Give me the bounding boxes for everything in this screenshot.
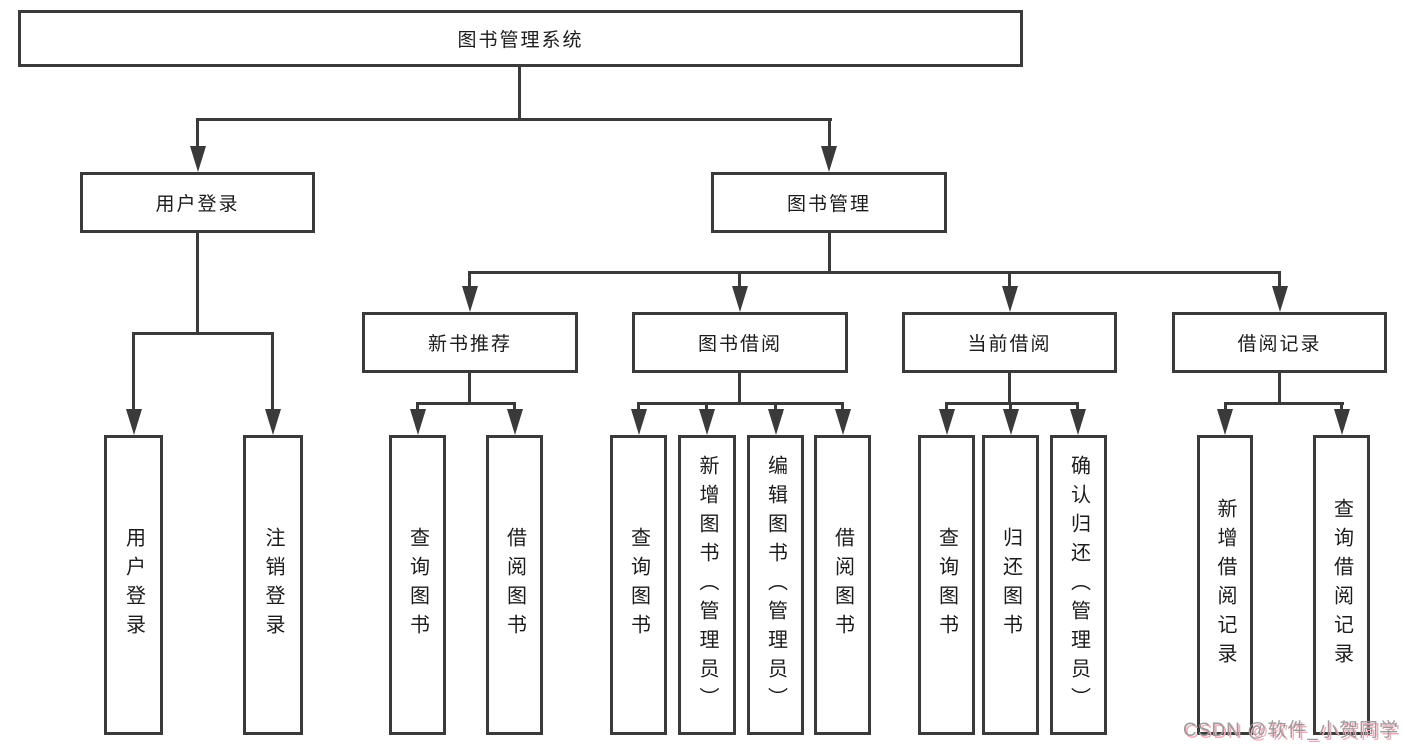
- leaf-user-login: 用户登录: [104, 435, 163, 735]
- arrow-group1-leaf2: [507, 409, 523, 435]
- leaf-logout-label: 注销登录: [262, 527, 284, 643]
- leaf-add-borrow-record: 新增借阅记录: [1197, 435, 1253, 735]
- leaf-add-borrow-record-label: 新增借阅记录: [1214, 498, 1236, 672]
- leaf-borrow-books-recommend-label: 借阅图书: [503, 527, 526, 643]
- connector-group3-drop2: [1009, 402, 1012, 412]
- arrow-group3-leaf3: [1070, 409, 1086, 435]
- node-root-system-label: 图书管理系统: [457, 30, 584, 51]
- leaf-query-books-borrow: 查询图书: [610, 435, 667, 735]
- leaf-user-login-label: 用户登录: [122, 527, 145, 643]
- arrow-group2-leaf3: [768, 409, 784, 435]
- connector-login-stub: [196, 233, 199, 335]
- node-root-system: 图书管理系统: [18, 10, 1023, 67]
- arrow-book-management: [821, 146, 837, 172]
- connector-drop-book-borrow: [738, 271, 741, 289]
- node-new-book-recommend: 新书推荐: [362, 312, 578, 373]
- connector-management-bar: [468, 271, 1281, 274]
- arrow-group2-leaf1: [631, 409, 647, 435]
- connector-group2-stub: [738, 373, 741, 405]
- connector-group1-stub: [468, 373, 471, 405]
- connector-group3-stub: [1008, 373, 1011, 405]
- connector-group4-stub: [1278, 373, 1281, 405]
- leaf-add-books-admin-label: 新增图书（管理员）: [696, 454, 718, 716]
- connector-group1-drop2: [513, 402, 516, 412]
- connector-drop-borrow-records: [1278, 271, 1281, 289]
- arrow-current-borrow: [1002, 286, 1018, 312]
- leaf-borrow-books: 借阅图书: [814, 435, 871, 735]
- node-book-borrow: 图书借阅: [632, 312, 848, 373]
- connector-group2-drop4: [841, 402, 844, 412]
- connector-group3-drop1: [945, 402, 948, 412]
- connector-group2-drop2: [705, 402, 708, 412]
- leaf-logout: 注销登录: [243, 435, 303, 735]
- leaf-add-books-admin: 新增图书（管理员）: [678, 435, 736, 735]
- connector-group2-drop1: [637, 402, 640, 412]
- leaf-edit-books-admin-label: 编辑图书（管理员）: [764, 454, 787, 716]
- arrow-new-book: [462, 286, 478, 312]
- connector-drop-user-login: [196, 118, 199, 150]
- node-user-login-label: 用户登录: [155, 194, 240, 215]
- leaf-confirm-return-admin: 确认归还（管理员）: [1050, 435, 1107, 735]
- node-book-management: 图书管理: [711, 172, 947, 233]
- connector-drop-book-management: [828, 118, 831, 150]
- connector-group1-bar: [416, 402, 516, 405]
- csdn-watermark: CSDN @软件_小贺同学: [1183, 720, 1399, 741]
- connector-group4-drop1: [1224, 402, 1227, 412]
- connector-root-stub: [518, 67, 521, 121]
- leaf-query-books-borrow-label: 查询图书: [627, 527, 650, 643]
- leaf-query-borrow-record: 查询借阅记录: [1313, 435, 1370, 735]
- connector-drop-current-borrow: [1008, 271, 1011, 289]
- connector-group4-bar: [1224, 402, 1344, 405]
- leaf-borrow-books-recommend: 借阅图书: [486, 435, 543, 735]
- arrow-group3-leaf2: [1003, 409, 1019, 435]
- node-current-borrow-label: 当前借阅: [967, 334, 1052, 355]
- node-new-book-recommend-label: 新书推荐: [427, 334, 512, 355]
- connector-group3-drop3: [1076, 402, 1079, 412]
- connector-group2-bar: [637, 402, 844, 405]
- arrow-group2-leaf2: [699, 409, 715, 435]
- arrow-leaf-logout: [265, 409, 281, 435]
- node-user-login: 用户登录: [80, 172, 315, 233]
- node-borrow-records: 借阅记录: [1172, 312, 1387, 373]
- arrow-book-borrow: [732, 286, 748, 312]
- connector-root-bar: [196, 118, 832, 121]
- node-book-management-label: 图书管理: [786, 194, 871, 215]
- arrow-group4-leaf1: [1217, 409, 1233, 435]
- node-borrow-records-label: 借阅记录: [1237, 334, 1322, 355]
- connector-login-bar: [132, 332, 274, 335]
- node-book-borrow-label: 图书借阅: [697, 334, 782, 355]
- arrow-group1-leaf1: [410, 409, 426, 435]
- arrow-borrow-records: [1272, 286, 1288, 312]
- node-current-borrow: 当前借阅: [902, 312, 1117, 373]
- leaf-confirm-return-admin-label: 确认归还（管理员）: [1067, 454, 1090, 716]
- arrow-user-login: [190, 146, 206, 172]
- connector-management-stub: [828, 233, 831, 274]
- leaf-return-books: 归还图书: [982, 435, 1039, 735]
- arrow-group4-leaf2: [1334, 409, 1350, 435]
- leaf-query-books-current: 查询图书: [918, 435, 975, 735]
- connector-group3-bar: [945, 402, 1079, 405]
- leaf-borrow-books-label: 借阅图书: [831, 527, 854, 643]
- connector-group1-drop1: [416, 402, 419, 412]
- connector-drop-leaf-login: [132, 332, 135, 412]
- connector-group2-drop3: [774, 402, 777, 412]
- leaf-query-books-current-label: 查询图书: [935, 527, 958, 643]
- arrow-group2-leaf4: [835, 409, 851, 435]
- leaf-query-books-recommend-label: 查询图书: [406, 527, 429, 643]
- connector-group4-drop2: [1340, 402, 1343, 412]
- arrow-leaf-login: [126, 409, 142, 435]
- leaf-query-borrow-record-label: 查询借阅记录: [1330, 498, 1353, 672]
- leaf-edit-books-admin: 编辑图书（管理员）: [747, 435, 804, 735]
- connector-drop-new-book: [468, 271, 471, 289]
- connector-drop-leaf-logout: [271, 332, 274, 412]
- arrow-group3-leaf1: [939, 409, 955, 435]
- leaf-query-books-recommend: 查询图书: [389, 435, 446, 735]
- leaf-return-books-label: 归还图书: [999, 527, 1022, 643]
